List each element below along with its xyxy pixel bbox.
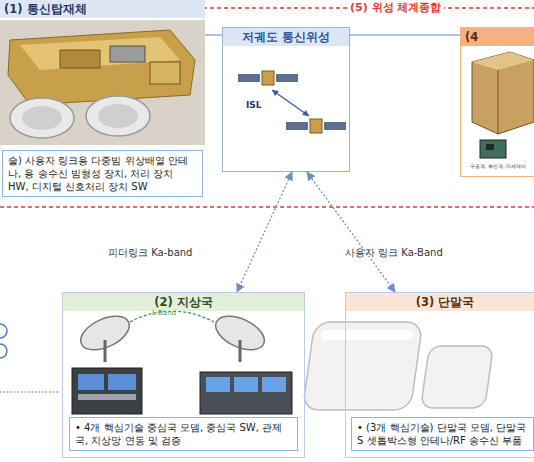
bus-cube: [472, 52, 534, 134]
terminal-illustration: [302, 322, 493, 410]
console-panel: [78, 394, 136, 400]
description-box: • 4개 핵심기술 중심국 모뎀, 중심국 SW, 관제국, 지상망 연동 및 …: [69, 417, 298, 451]
cropped-circle: [0, 324, 7, 338]
solar-panel: [286, 122, 308, 130]
section-title: (5) 위성 체계종합: [347, 0, 444, 15]
isl-arrowhead: [272, 90, 279, 96]
terminal-antenna: [302, 322, 422, 410]
console-screen: [262, 377, 286, 392]
cropped-circle: [0, 344, 7, 358]
bus-top: [472, 52, 534, 70]
dish-reflector: [10, 98, 74, 138]
terminal-highlight: [320, 330, 413, 340]
satellite-body: [310, 119, 322, 133]
description-box: • (3개 핵심기술) 단말국 모뎀, 단말국 S 셋톱박스형 안테나/RF 송…: [351, 417, 534, 451]
box-text: 술) 사용자 링크용 다중빔 위상배열 안테나, 용 송수신 빔형성 장치, 처…: [8, 154, 197, 193]
terminal-antenna: [421, 346, 494, 408]
description-box: 술) 사용자 링크용 다중빔 위상배열 안테나, 용 송수신 빔형성 장치, 처…: [2, 150, 203, 197]
terminal-box: (3) 단말국 • (3개 핵심기술) 단말국 모뎀, 단말국 S 셋톱박스형 안…: [345, 292, 534, 458]
console-rack: [72, 368, 142, 414]
dish-shade: [98, 104, 138, 128]
solar-panel: [276, 74, 298, 82]
cropped-left-marks: [0, 324, 60, 392]
photo-background: [0, 20, 205, 145]
ground-station-illustration: [72, 309, 292, 414]
box-heading: (3) 단말국: [346, 293, 534, 311]
isl-arrow: [272, 90, 309, 116]
satellite-body: [262, 71, 274, 85]
dish-shade: [22, 106, 62, 130]
ground-station-box: (2) 지상국 • 4개 핵심기술 중심국 모뎀, 중심국 SW, 관제국, 지상…: [62, 292, 305, 458]
console-screen: [234, 377, 258, 392]
solar-panel: [238, 74, 260, 82]
payload-body: [8, 30, 195, 105]
solar-panel: [324, 122, 346, 130]
box-heading: (2) 지상국: [63, 293, 304, 311]
payload-unit: [60, 50, 100, 68]
box-text: • (3개 핵심기술) 단말국 모뎀, 단말국 S 셋톱박스형 안테나/RF 송…: [357, 421, 528, 447]
satellite-box: 저궤도 통신위성: [222, 27, 350, 172]
box-heading: (4: [461, 28, 534, 46]
satellite-pair: [238, 71, 346, 133]
connector: [237, 172, 292, 292]
connector: [307, 172, 395, 292]
circuit-board: [480, 140, 506, 158]
link-label: L-Band: [152, 309, 176, 317]
payload-unit: [150, 62, 180, 84]
dish-mount: [239, 340, 242, 362]
console-screen: [206, 377, 230, 392]
link-label: ISL: [246, 100, 262, 110]
isl-arrowhead: [302, 110, 309, 116]
payload-box: (1) 통신탑재체술) 사용자 링크용 다중빔 위상배열 안테나, 용 송수신 …: [0, 0, 205, 220]
connector: [205, 34, 222, 36]
box-text: • 4개 핵심기술 중심국 모뎀, 중심국 SW, 관제국, 지상망 연동 및 …: [75, 421, 292, 447]
part-caption: 구조계, 추진계, 자세제어: [470, 163, 526, 169]
bus-box: (4: [460, 27, 534, 177]
chip: [486, 144, 494, 150]
edge-label: 피더링크 Ka-band: [108, 246, 192, 260]
payload-unit: [110, 46, 145, 62]
edge-label: 사용자 링크 Ka-Band: [345, 246, 443, 260]
dish-mount: [104, 340, 107, 362]
dish-reflector: [86, 96, 150, 136]
box-heading: 저궤도 통신위성: [223, 28, 349, 46]
console-screen: [108, 374, 136, 390]
bus-edge: [498, 70, 499, 134]
dashed-divider: [0, 206, 534, 208]
control-desk: [200, 372, 292, 414]
payload-photo: [0, 20, 205, 145]
bus-illustration: [472, 52, 534, 158]
console-screen: [78, 374, 104, 390]
box-heading: (1) 통신탑재체: [0, 0, 205, 18]
leader-line: [0, 391, 60, 392]
connector: [350, 34, 460, 36]
